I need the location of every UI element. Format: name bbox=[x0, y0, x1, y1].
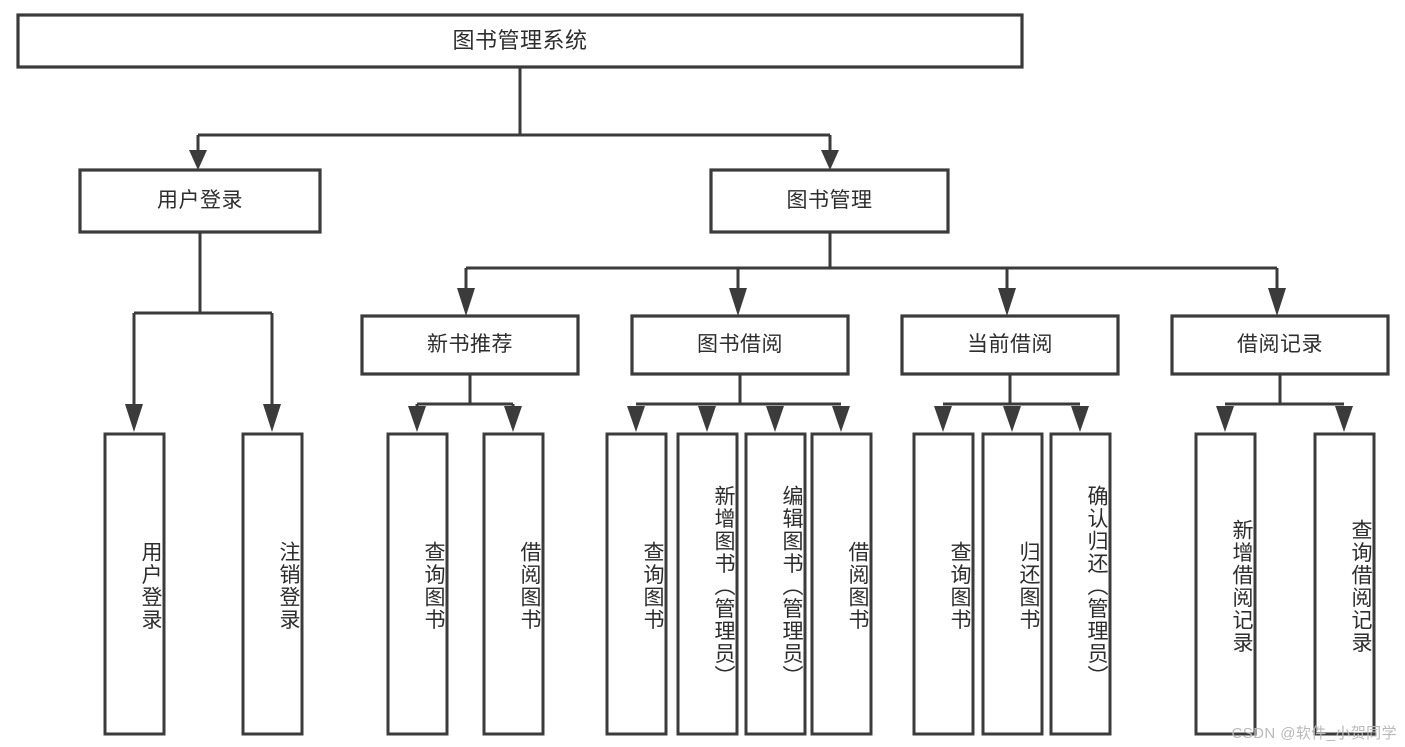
node-box-leaf-query-book-2[interactable] bbox=[605, 432, 668, 736]
arrowhead-book-manage bbox=[821, 150, 839, 170]
node-box-leaf-query-book-1[interactable] bbox=[386, 432, 449, 736]
arrowhead-user-login bbox=[189, 150, 207, 170]
arrowhead-leaf-borrow-book-2 bbox=[832, 406, 850, 432]
arrowhead-leaf-query-book-1 bbox=[408, 406, 426, 432]
arrowhead-book-borrow bbox=[729, 288, 747, 316]
node-box-leaf-borrow-book-1[interactable] bbox=[482, 432, 545, 736]
arrowhead-leaf-user-logout bbox=[263, 404, 281, 432]
node-box-leaf-query-book-3[interactable] bbox=[912, 432, 975, 736]
node-box-leaf-edit-book[interactable] bbox=[744, 432, 807, 736]
arrowhead-leaf-query-book-2 bbox=[627, 406, 645, 432]
arrowhead-leaf-confirm-return bbox=[1071, 406, 1089, 432]
arrowhead-borrow-record bbox=[1268, 288, 1286, 316]
node-box-new-book-rec[interactable] bbox=[360, 314, 580, 376]
arrowhead-new-book-rec bbox=[457, 288, 475, 316]
node-box-leaf-add-book[interactable] bbox=[676, 432, 739, 736]
node-box-borrow-record[interactable] bbox=[1170, 314, 1390, 376]
watermark-text: CSDN @软件_小贺同学 bbox=[1231, 725, 1397, 742]
node-box-leaf-borrow-book-2[interactable] bbox=[810, 432, 873, 736]
arrowhead-leaf-query-book-3 bbox=[934, 406, 952, 432]
node-box-leaf-query-record[interactable] bbox=[1313, 432, 1376, 736]
node-box-leaf-user-login[interactable] bbox=[103, 432, 166, 736]
arrowhead-current-borrow bbox=[998, 288, 1016, 316]
arrowhead-leaf-edit-book bbox=[766, 406, 784, 432]
node-box-book-manage[interactable] bbox=[709, 168, 950, 234]
arrowhead-leaf-return-book bbox=[1003, 406, 1021, 432]
node-box-root[interactable] bbox=[16, 13, 1024, 69]
arrowhead-leaf-query-record bbox=[1335, 406, 1353, 432]
arrowhead-leaf-user-login bbox=[125, 404, 143, 432]
node-box-user-login[interactable] bbox=[78, 168, 322, 234]
node-box-current-borrow[interactable] bbox=[900, 314, 1120, 376]
arrowhead-leaf-borrow-book-1 bbox=[504, 406, 522, 432]
node-box-leaf-return-book[interactable] bbox=[981, 432, 1044, 736]
node-box-leaf-user-logout[interactable] bbox=[241, 432, 304, 736]
node-box-leaf-confirm-return[interactable] bbox=[1049, 432, 1112, 736]
arrowhead-leaf-add-record bbox=[1216, 406, 1234, 432]
node-box-book-borrow[interactable] bbox=[630, 314, 850, 376]
node-box-leaf-add-record[interactable] bbox=[1194, 432, 1257, 736]
arrowhead-leaf-add-book bbox=[698, 406, 716, 432]
